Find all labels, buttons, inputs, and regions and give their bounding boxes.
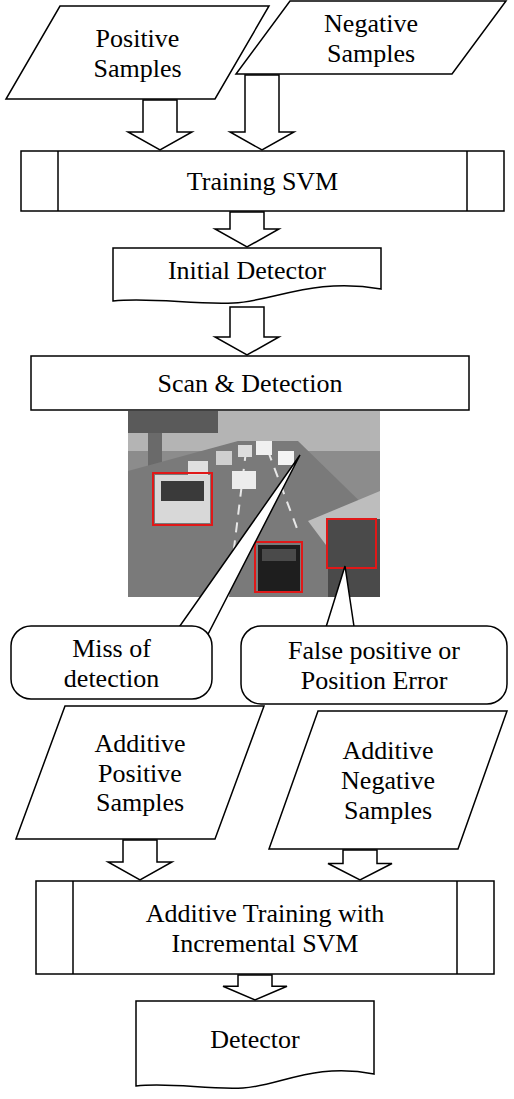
car [278,451,294,465]
callout-tail [170,455,300,640]
car [258,545,300,593]
predefined-process: Training SVM [20,150,505,212]
node-text: Detector [210,1025,300,1055]
side-bar [57,151,59,211]
box-outline [31,356,469,410]
car-window [262,549,296,561]
node-text: Scan & Detection [158,369,343,399]
node-text: Negative Samples [294,9,448,69]
predefined-process: Additive Training with Incremental SVM [35,880,495,975]
block-arrow [215,307,279,355]
document-outline [113,248,381,303]
block-arrow [223,975,287,1000]
document-outline [136,1001,374,1088]
parallelogram-outline [236,1,506,74]
bubble-outline [11,626,212,699]
document-shape: Detector [135,1000,375,1092]
node-text: Additive Negative Samples [322,736,454,826]
detection-box [327,519,376,568]
truck [155,475,210,523]
car [188,461,208,477]
bubble-outline [241,626,507,704]
side-bar [456,881,458,974]
parallelogram-outline [6,6,269,99]
text-area: Negative Samples [235,0,507,75]
process-box: Scan & Detection [30,355,470,411]
block-arrow [215,212,279,247]
text-area: Training SVM [20,150,505,212]
car [256,441,272,455]
parallelogram-outline [269,711,507,849]
text-area: Miss of detection [10,625,213,700]
overpass [128,411,218,433]
block-arrow [328,850,392,880]
node-text: Positive Samples [64,24,211,84]
block-arrow [128,100,192,150]
text-area: Positive Samples [5,5,270,100]
car [216,451,232,465]
block-arrow [230,75,294,150]
traffic-photo [128,411,380,597]
car [238,445,252,457]
text-area: Initial Detector [112,247,382,307]
text-area: Additive Negative Samples [268,710,508,850]
data-parallelogram: Negative Samples [235,0,507,75]
data-parallelogram: Additive Negative Samples [268,710,508,850]
side-bar [466,151,468,211]
wall [328,519,380,597]
text-area: Additive Positive Samples [15,705,265,840]
document-shape: Initial Detector [112,247,382,307]
truck-window [161,481,204,501]
parallelogram-outline [16,706,264,839]
block-arrow [108,840,172,880]
data-parallelogram: Positive Samples [5,5,270,100]
text-area: Scan & Detection [30,355,470,411]
node-text: Additive Training with Incremental SVM [81,899,449,959]
callout-bubble: Miss of detection [10,625,213,700]
data-parallelogram: Additive Positive Samples [15,705,265,840]
callout-bubble: False positive or Position Error [240,625,508,705]
box-outline [36,881,494,974]
text-area: Detector [135,1000,375,1092]
side-bar [72,881,74,974]
node-text: False positive or Position Error [252,636,496,696]
text-area: Additive Training with Incremental SVM [35,880,495,975]
node-text: Miss of detection [22,634,201,694]
text-area: False positive or Position Error [240,625,508,705]
node-text: Training SVM [187,167,338,197]
photo-ground [128,411,380,597]
node-text: Initial Detector [168,256,326,286]
car [232,471,256,489]
detection-box [153,473,212,525]
detection-box [255,542,302,592]
box-outline [21,151,504,211]
node-text: Additive Positive Samples [69,729,211,819]
